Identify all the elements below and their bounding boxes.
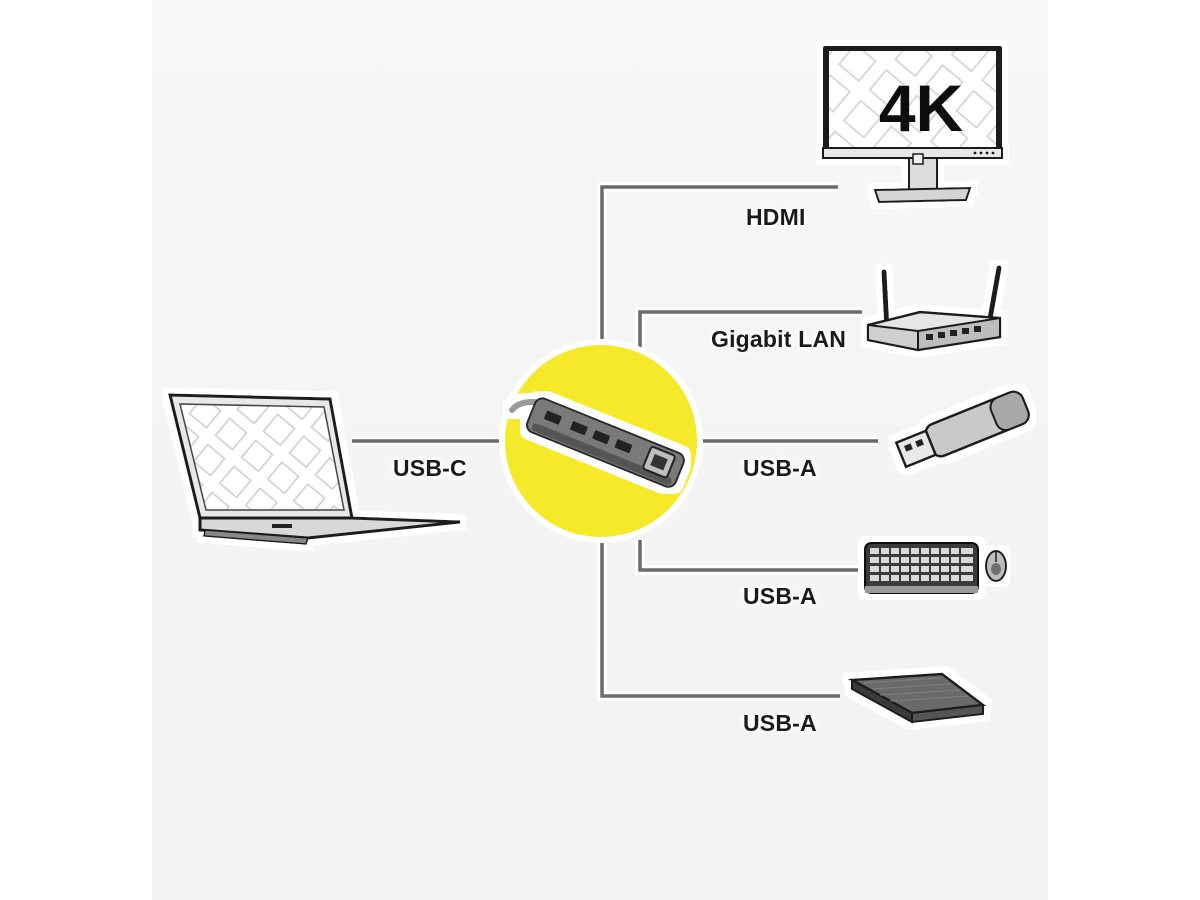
line-hdmi <box>600 185 838 345</box>
usb-stick-icon <box>894 390 1030 469</box>
line-usb-a-2 <box>638 540 862 572</box>
label-usb-a-1: USB-A <box>743 455 817 481</box>
label-gigabit-lan: Gigabit LAN <box>711 326 847 352</box>
label-hdmi: HDMI <box>746 204 806 230</box>
monitor-icon: 4K <box>822 46 1003 204</box>
hard-drive-icon <box>847 672 987 724</box>
router-icon <box>866 265 1002 352</box>
mouse-icon <box>985 550 1007 582</box>
laptop-icon <box>168 393 461 545</box>
monitor-4k-badge: 4K <box>879 71 964 145</box>
keyboard-icon <box>864 542 979 594</box>
line-lan <box>638 310 862 352</box>
usb-hub-icon <box>509 397 685 488</box>
label-usb-c: USB-C <box>393 455 467 481</box>
label-usb-a-2: USB-A <box>743 583 817 609</box>
label-usb-a-3: USB-A <box>743 710 817 736</box>
line-usb-a-3 <box>600 540 840 698</box>
